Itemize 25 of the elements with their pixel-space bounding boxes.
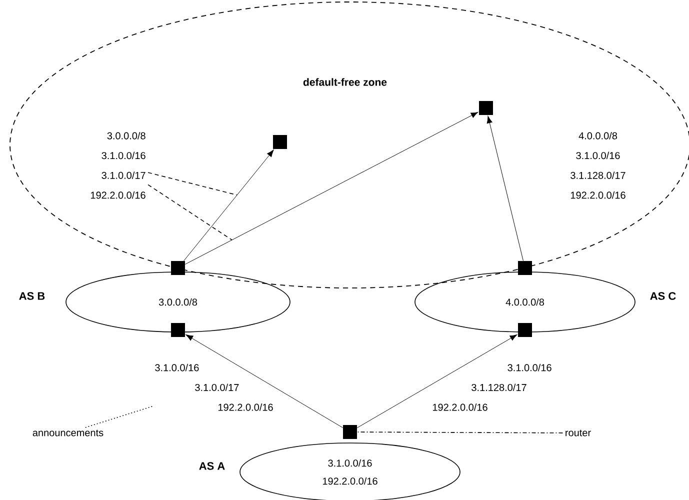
- router-square: [343, 424, 357, 439]
- arrow: [186, 334, 344, 428]
- prefix-list: 4.0.0.0/8 3.1.0.0/16 3.1.128.0/17 192.2.0.0/16: [570, 132, 626, 199]
- prefix-list: 3.1.0.0/16 3.1.0.0/17 192.2.0.0/16: [155, 364, 273, 411]
- as-label: AS A: [199, 462, 225, 470]
- arrow: [184, 112, 478, 264]
- router-square: [171, 322, 185, 337]
- leader-line: [148, 184, 232, 240]
- as-label: AS B: [19, 292, 45, 300]
- leader-line: [84, 406, 153, 428]
- leader-line: [356, 432, 564, 434]
- leader-line: [148, 172, 238, 196]
- as-label: AS C: [650, 292, 676, 300]
- arrow: [356, 334, 518, 428]
- router-square: [479, 101, 493, 115]
- prefix-list: 3.0.0.0/8 3.1.0.0/16 3.1.0.0/17 192.2.0.0/16: [90, 132, 146, 199]
- prefix-list: 3.1.0.0/16 3.1.128.0/17 192.2.0.0/16: [432, 364, 552, 411]
- router-square: [273, 135, 287, 149]
- router-square: [518, 260, 532, 275]
- annotation-text: router: [566, 430, 591, 436]
- zone-title: default-free zone: [303, 78, 387, 86]
- router-square: [518, 322, 532, 337]
- arrow: [486, 116, 524, 262]
- annotation-text: announcements: [32, 430, 104, 436]
- arrow: [184, 150, 274, 262]
